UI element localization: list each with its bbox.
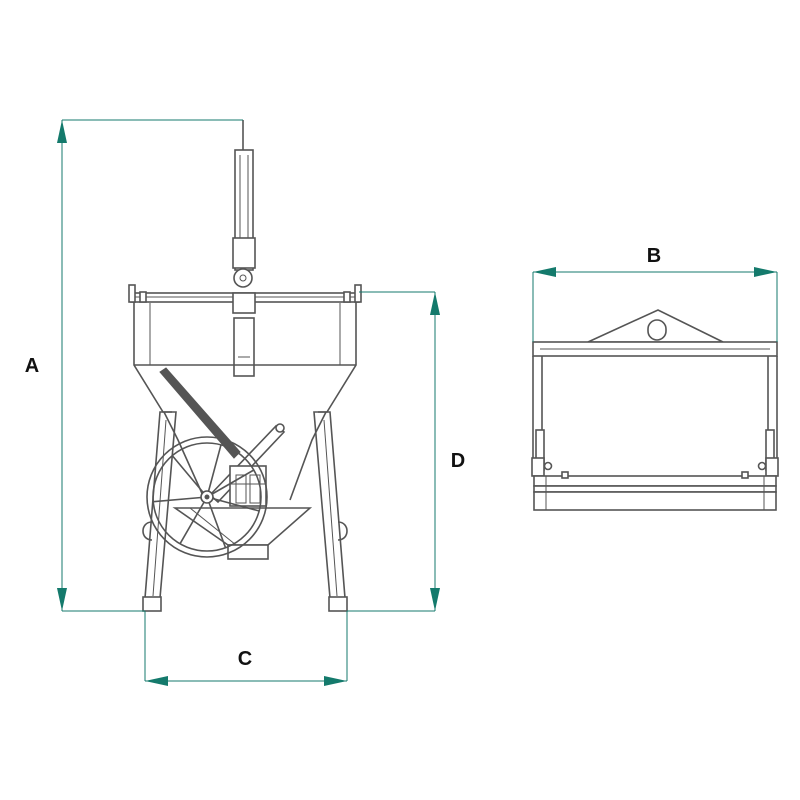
wheel-spoke <box>179 496 208 545</box>
dimension-label-a: A <box>25 355 39 377</box>
dimension-label-d: D <box>451 450 465 472</box>
lifting-handle <box>232 120 256 377</box>
wheel-spoke <box>206 444 222 498</box>
left-leg <box>142 411 177 612</box>
wheel-spoke <box>206 496 260 512</box>
dimension-a: A <box>25 119 243 612</box>
top-beam <box>128 284 362 314</box>
wheel-spoke <box>206 496 227 548</box>
right-leg <box>313 411 348 612</box>
wheel-spoke <box>171 455 208 498</box>
dimension-label-c: C <box>238 648 252 670</box>
wheel-spoke <box>153 496 208 503</box>
front-view <box>128 120 362 612</box>
gate-linkage <box>159 367 286 504</box>
side-view <box>531 309 779 511</box>
dimension-d: D <box>347 291 465 612</box>
wheel-spoke <box>206 469 255 498</box>
dimension-b: B <box>532 245 778 342</box>
dimension-label-b: B <box>647 245 661 267</box>
hand-wheel <box>146 436 268 558</box>
dimension-c: C <box>144 611 348 686</box>
